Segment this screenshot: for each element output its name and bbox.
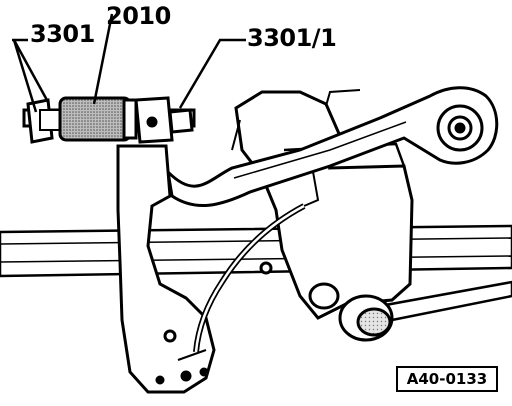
- callout-3301: 3301: [30, 20, 95, 48]
- mounting-bolt: [259, 261, 394, 342]
- callout-3301-1: 3301/1: [247, 24, 337, 52]
- callout-2010: 2010: [106, 2, 171, 30]
- leader-lines: [12, 13, 246, 113]
- axle-tube: [0, 224, 512, 278]
- bracket-plate: [116, 144, 216, 394]
- brake-line: [193, 203, 306, 353]
- figure-id-box: A40-0133: [396, 366, 498, 392]
- trailing-arm: [165, 86, 499, 208]
- puller-assembly: [22, 96, 196, 144]
